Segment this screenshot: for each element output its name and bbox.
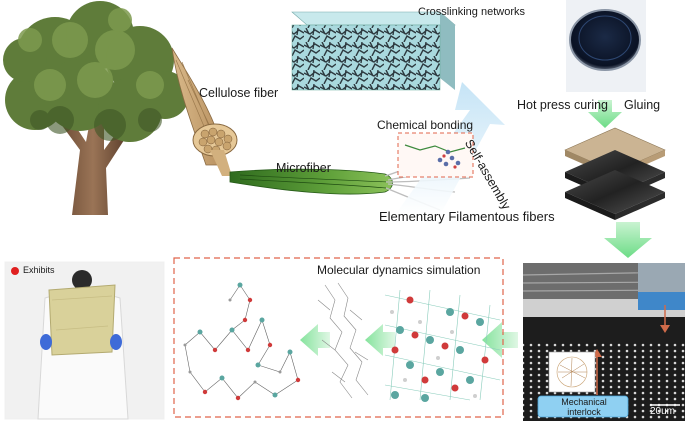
mechanical-interlock-box: [537, 395, 629, 418]
molecule-cluster-left: [183, 282, 301, 401]
arrow-left-md-2: [300, 324, 330, 356]
elementary-fibers-label: Elementary Filamentous fibers: [379, 209, 555, 224]
chemical-bond-molecule: [404, 144, 466, 169]
microfiber-label: Microfiber: [276, 161, 331, 175]
scale-bar-label: 20um: [650, 406, 676, 417]
md-simulation-panel: [173, 257, 504, 418]
crosslinking-network-block: [291, 11, 456, 91]
gluing-label: Gluing: [624, 98, 661, 112]
exhibits-photo: [4, 261, 165, 420]
mechanical-interlock-label: Mechanical interlock: [561, 397, 607, 417]
exhibits-label: Exhibits: [23, 265, 55, 275]
arrow-down-curing: [604, 222, 652, 258]
chemical-bonding-label: Chemical bonding: [377, 118, 474, 132]
exhibit-red-dot: [11, 267, 19, 275]
cellulose-fiber-illustration: [171, 47, 238, 176]
arrow-left-md: [482, 322, 518, 358]
cellulose-fiber-label: Cellulose fiber: [199, 86, 279, 100]
mechanical-interlock-micrograph: [522, 263, 685, 421]
arrow-left-md-3: [365, 324, 395, 356]
glue-dish-photo: [566, 0, 646, 92]
molecule-chain-middle: [317, 282, 369, 399]
crosslinking-networks-label: Crosslinking networks: [418, 6, 525, 18]
tree-illustration: [3, 1, 189, 215]
hot-press-curing-label: Hot press curing: [517, 98, 609, 112]
md-simulation-label: Molecular dynamics simulation: [317, 263, 481, 277]
arrow-down-gluing: [588, 100, 622, 128]
laminated-boards: [564, 127, 666, 220]
chemical-bonding-box: [397, 132, 474, 178]
molecule-lattice-right: [384, 289, 501, 402]
